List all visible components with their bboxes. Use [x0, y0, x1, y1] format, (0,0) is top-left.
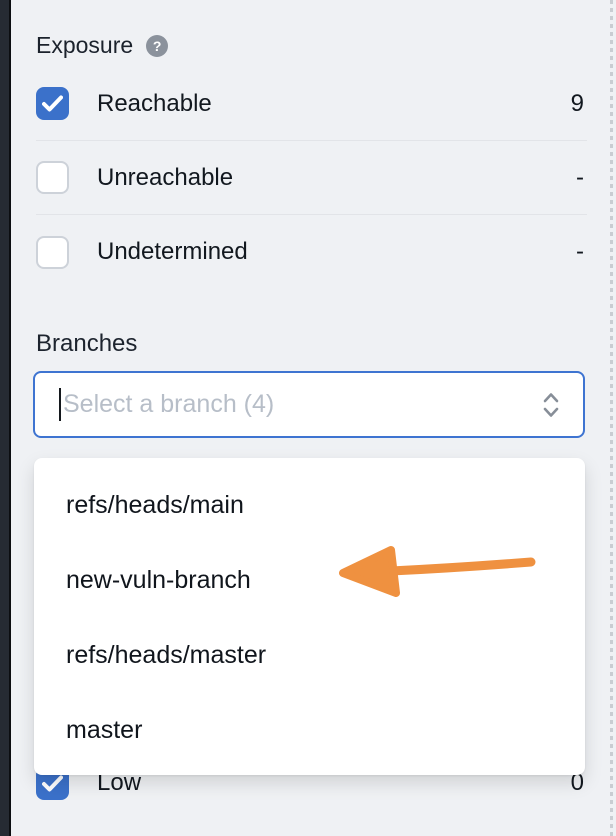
checkbox-undetermined[interactable]	[36, 235, 69, 269]
filter-row-reachable: Reachable 9	[36, 67, 587, 141]
checkbox-unreachable[interactable]	[36, 161, 69, 194]
filter-label: Unreachable	[97, 163, 234, 191]
help-icon[interactable]: ?	[146, 34, 169, 57]
chevron-up-down-icon	[541, 390, 561, 420]
filter-count: -	[576, 163, 584, 191]
branch-option-refs-heads-main[interactable]: refs/heads/main	[66, 491, 244, 519]
branch-dropdown-listbox: refs/heads/main new-vuln-branch refs/hea…	[34, 458, 585, 775]
filter-row-unreachable: Unreachable -	[36, 141, 587, 215]
filter-count: 0	[570, 769, 584, 796]
checkmark-icon	[42, 95, 63, 112]
exposure-title: Exposure	[36, 32, 134, 58]
branches-title: Branches	[36, 330, 138, 357]
branch-select-input[interactable]: Select a branch (4)	[33, 371, 585, 438]
branch-option-new-vuln-branch[interactable]: new-vuln-branch	[66, 566, 251, 594]
text-caret	[59, 388, 61, 421]
filter-count: 9	[570, 89, 584, 117]
branch-option-refs-heads-master[interactable]: refs/heads/master	[66, 641, 267, 669]
filter-row-undetermined: Undetermined -	[36, 215, 587, 289]
checkbox-reachable[interactable]	[36, 87, 69, 120]
dark-sidebar-edge	[0, 0, 11, 836]
checkmark-icon	[42, 775, 63, 792]
filter-count: -	[576, 238, 584, 265]
exposure-filter-list: Reachable 9 Unreachable - Undetermined -	[36, 67, 587, 289]
branch-select-placeholder: Select a branch (4)	[63, 390, 275, 418]
filter-label: Undetermined	[97, 238, 248, 265]
filter-label: Reachable	[97, 89, 212, 117]
exposure-section-header: Exposure ?	[36, 32, 169, 59]
panel-dashed-divider	[610, 0, 613, 836]
branch-option-master[interactable]: master	[66, 716, 143, 744]
